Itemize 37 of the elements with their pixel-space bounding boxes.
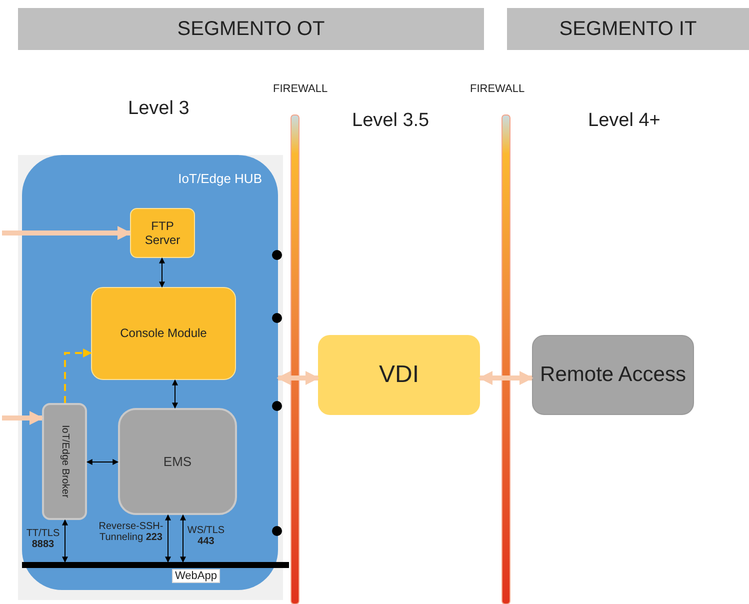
- broker-box: [42, 403, 87, 520]
- level-label: Level 3.5: [352, 110, 430, 132]
- dashed-arrow: [64, 348, 92, 403]
- arrow: [478, 371, 534, 385]
- ems-box: [118, 408, 237, 515]
- firewall-label: FIREWALL: [470, 83, 525, 95]
- segment-header: [18, 8, 484, 50]
- remote-access-box: [532, 335, 694, 415]
- level-label: Level 4+: [588, 110, 660, 132]
- arrow: [2, 411, 44, 425]
- server-box: [130, 208, 195, 258]
- node-label: SEGMENTO IT: [559, 17, 697, 41]
- arrow: [62, 519, 68, 563]
- arrow: [2, 226, 132, 240]
- arrow: [86, 459, 119, 465]
- node-label: FTP Server: [144, 218, 182, 248]
- bus-label: WebApp: [172, 569, 220, 583]
- node-label: VDI: [378, 360, 419, 390]
- hub-container: [22, 155, 278, 590]
- node-label: IoT/Edge Broker: [58, 425, 70, 498]
- node-label: Console Module: [120, 326, 207, 341]
- arrow: [276, 371, 320, 385]
- edge-label: WS/TLS 443: [186, 525, 226, 547]
- vdi-box: [318, 335, 480, 415]
- hub-title: IoT/Edge HUB: [178, 171, 262, 187]
- arrow: [165, 514, 171, 563]
- node-label: EMS: [163, 454, 192, 470]
- arrow: [159, 257, 165, 288]
- edge-label: TT/TLS 8883: [24, 528, 62, 550]
- module-box: [91, 287, 236, 380]
- node-label: SEGMENTO OT: [177, 17, 325, 41]
- firewall-label: FIREWALL: [273, 83, 328, 95]
- node-label: Remote Access: [540, 362, 686, 388]
- arrow: [172, 379, 178, 409]
- level-label: Level 3: [128, 98, 190, 120]
- arrow: [180, 514, 186, 563]
- segment-header: [507, 8, 749, 50]
